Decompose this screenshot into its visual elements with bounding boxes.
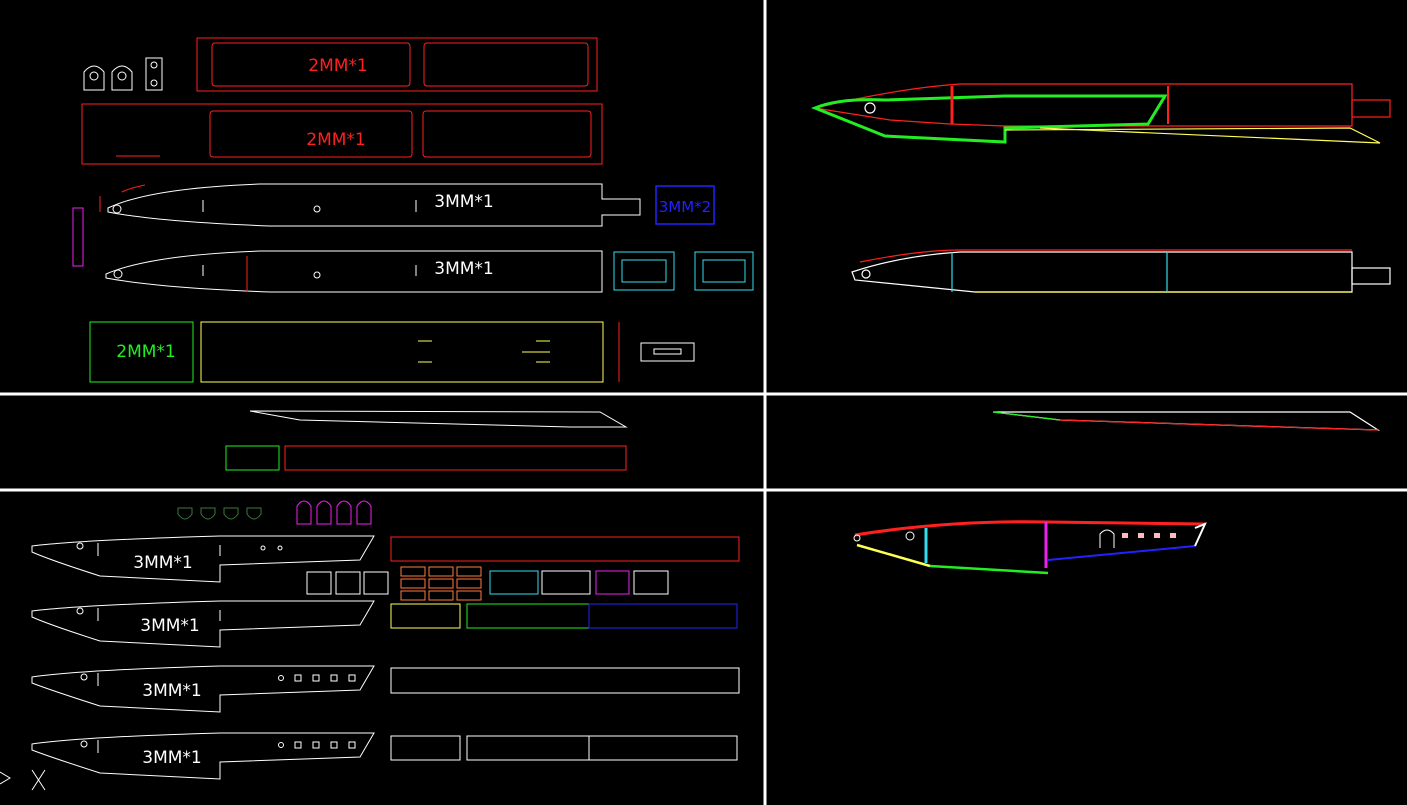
cyan-frames bbox=[613, 251, 754, 291]
iso-bracket bbox=[1099, 529, 1115, 548]
yellow-plate bbox=[200, 321, 604, 383]
red-plate-upper bbox=[196, 37, 598, 92]
small-green-plate bbox=[225, 445, 280, 471]
iso-nose bbox=[853, 534, 861, 542]
long-red-strip bbox=[284, 445, 627, 471]
label-part-3mm-3: 3MM*1 bbox=[142, 681, 201, 701]
assembly-green-frame bbox=[810, 94, 1168, 144]
assembly-pivot bbox=[864, 102, 876, 114]
bottom-red-strip bbox=[390, 536, 740, 562]
ucs-icon bbox=[0, 769, 46, 791]
white-side-panel-a bbox=[99, 183, 641, 227]
thin-assembly-green bbox=[992, 411, 1061, 421]
iso-pivot bbox=[905, 531, 915, 541]
viewport-bottom-left[interactable]: 3MM*1 3MM*1 3MM*1 bbox=[0, 500, 740, 791]
white-long-strip bbox=[390, 667, 740, 694]
assembly-side-tail bbox=[1351, 267, 1391, 285]
yellow-strip bbox=[390, 603, 461, 629]
label-red-2mm-b: 2MM*1 bbox=[306, 130, 365, 150]
viewport-top-right[interactable] bbox=[810, 83, 1391, 293]
white-side-panel-b bbox=[105, 250, 603, 293]
white-small-frames bbox=[306, 571, 389, 595]
iso-holes bbox=[1122, 533, 1176, 538]
thin-blade-profile bbox=[249, 410, 628, 428]
assembly-side-red-top bbox=[859, 249, 1352, 263]
label-green-2mm: 2MM*1 bbox=[116, 342, 175, 362]
red-plate-lower bbox=[81, 103, 603, 165]
white-small-frame-b bbox=[541, 570, 591, 595]
label-white-3mm-b: 3MM*1 bbox=[434, 259, 493, 279]
viewport-bottom-right[interactable] bbox=[853, 520, 1207, 575]
iso-yellow-edge bbox=[856, 543, 931, 568]
label-part-3mm-2: 3MM*1 bbox=[140, 616, 199, 636]
iso-blue-bottom bbox=[1047, 545, 1196, 561]
label-part-3mm-1: 3MM*1 bbox=[133, 553, 192, 573]
iso-red-top bbox=[854, 520, 1206, 537]
dark-green-brackets bbox=[177, 507, 262, 520]
magenta-brackets bbox=[296, 500, 372, 525]
assembly-tail-tab bbox=[1351, 99, 1391, 118]
assembly-yellow-edge bbox=[1004, 127, 1381, 144]
small-slot-plate bbox=[640, 342, 695, 362]
label-blue-3mm-x2: 3MM*2 bbox=[659, 198, 711, 216]
blade-part-1 bbox=[31, 535, 375, 583]
blue-strip bbox=[588, 603, 738, 629]
small-bracket-parts bbox=[83, 57, 163, 91]
white-split-strips bbox=[390, 735, 738, 761]
green-plate bbox=[89, 321, 194, 383]
label-part-3mm-4: 3MM*1 bbox=[142, 748, 201, 768]
assembly-side-pivot bbox=[861, 269, 871, 279]
viewport-middle-left[interactable] bbox=[225, 410, 628, 471]
iso-white-tail bbox=[1194, 522, 1207, 547]
label-red-2mm-a: 2MM*1 bbox=[308, 56, 367, 76]
blade-part-2 bbox=[31, 600, 375, 648]
cyan-small-frame bbox=[489, 570, 539, 595]
blade-part-3 bbox=[31, 665, 375, 713]
magenta-small-frame bbox=[595, 570, 630, 595]
blue-spacer-part bbox=[655, 185, 715, 225]
iso-green-bottom bbox=[929, 564, 1049, 575]
orange-grid-parts bbox=[400, 566, 482, 601]
thin-assembly-red bbox=[1059, 419, 1379, 431]
viewport-middle-right[interactable] bbox=[992, 411, 1381, 431]
blade-part-4 bbox=[31, 732, 375, 780]
white-small-frame-c bbox=[633, 570, 669, 595]
label-white-3mm-a: 3MM*1 bbox=[434, 192, 493, 212]
viewport-top-left[interactable]: 2MM*1 2MM*1 3MM*1 3MM*2 bbox=[72, 37, 754, 383]
magenta-strip bbox=[72, 207, 84, 267]
